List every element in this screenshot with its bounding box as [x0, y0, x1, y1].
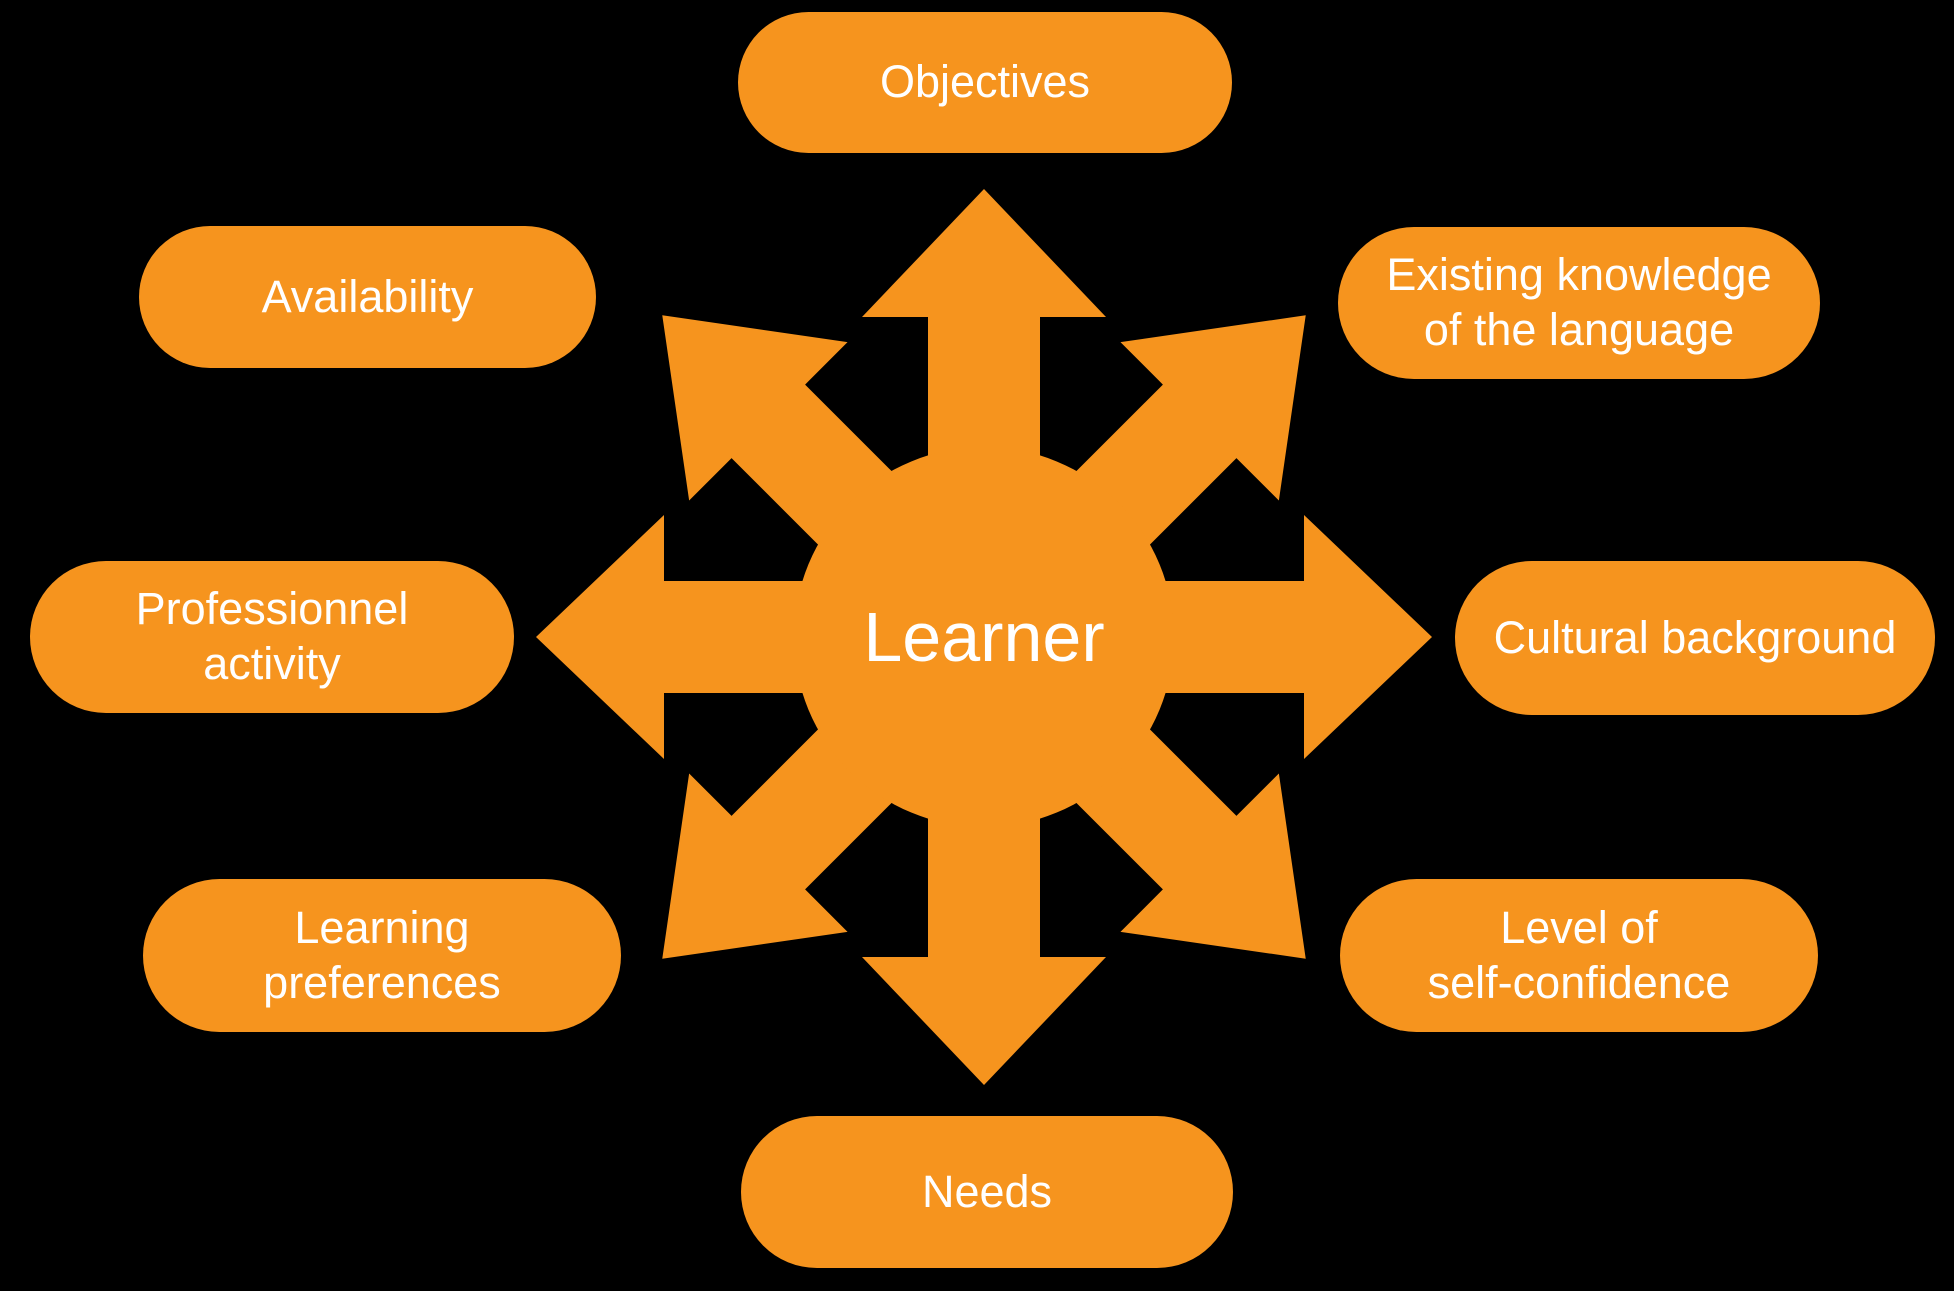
- node-label-level-of-self-confidence: Level of self-confidence: [1427, 901, 1731, 1008]
- node-pill-objectives: Objectives: [738, 12, 1232, 153]
- node-label-cultural-background: Cultural background: [1493, 611, 1897, 663]
- arrow-left-icon: [536, 515, 984, 759]
- learner-circle: [794, 447, 1174, 827]
- node-pill-learning-preferences: Learning preferences: [143, 879, 621, 1032]
- node-label-professionnel-activity: Professionnel activity: [135, 583, 409, 689]
- node-pill-level-of-self-confidence: Level of self-confidence: [1340, 879, 1818, 1032]
- learner-label: Learner: [863, 598, 1105, 676]
- arrow-right-icon: [984, 515, 1432, 759]
- node-label-learning-preferences: Learning preferences: [263, 901, 501, 1008]
- node-pill-availability: Availability: [139, 226, 596, 368]
- node-pill-professionnel-activity: Professionnel activity: [30, 561, 514, 713]
- arrow-up-icon: [862, 189, 1106, 637]
- node-pill-needs: Needs: [741, 1116, 1233, 1268]
- arrow-down-icon: [862, 637, 1106, 1085]
- node-pill-cultural-background: Cultural background: [1455, 561, 1935, 715]
- node-label-existing-knowledge: Existing knowledge of the language: [1386, 249, 1772, 355]
- node-label-needs: Needs: [921, 1165, 1053, 1217]
- node-label-availability: Availability: [261, 270, 474, 322]
- node-label-objectives: Objectives: [879, 56, 1091, 108]
- node-pill-existing-knowledge: Existing knowledge of the language: [1338, 227, 1820, 379]
